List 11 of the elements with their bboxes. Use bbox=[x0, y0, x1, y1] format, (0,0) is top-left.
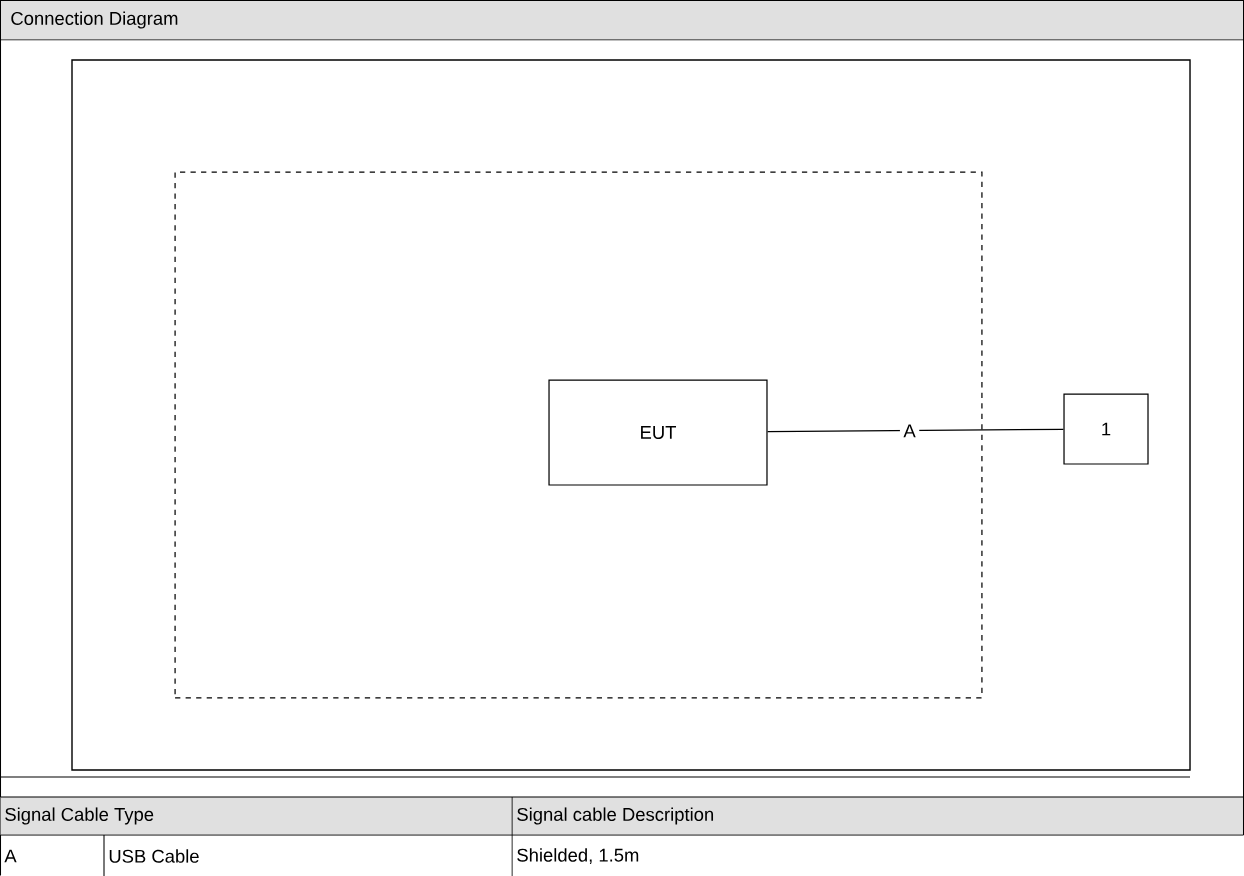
table-cell-text: USB Cable bbox=[109, 849, 199, 863]
table-cell-text: Signal Cable Type bbox=[5, 807, 154, 825]
dashed-boundary-box bbox=[174, 171, 983, 699]
table-cell-text: A bbox=[4, 849, 17, 863]
cable-line bbox=[767, 428, 1065, 433]
numbered-box: 1 bbox=[1063, 393, 1149, 465]
title-bar: Connection Diagram bbox=[0, 0, 1244, 41]
edge-label: A bbox=[899, 420, 920, 441]
table-cell-text: Signal cable Description bbox=[517, 807, 713, 825]
device-box: EUT bbox=[548, 379, 768, 486]
table-cell-text: Shielded, 1.5m bbox=[517, 848, 639, 864]
